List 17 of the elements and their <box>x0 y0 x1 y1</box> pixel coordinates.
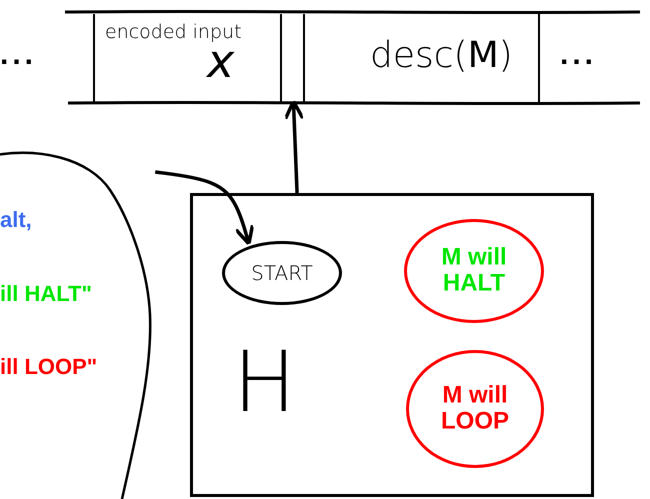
state-label: M will HALT <box>440 244 508 298</box>
cell-label: desc(M) <box>370 36 513 76</box>
ellipsis-mark: ... <box>560 38 598 72</box>
machine-name: H <box>233 336 296 428</box>
arrow <box>154 170 254 246</box>
arrow <box>284 100 305 194</box>
bubble-text: alt, <box>0 208 32 232</box>
state-label: START <box>251 262 313 284</box>
machine-box <box>190 193 594 497</box>
halt-state <box>404 219 544 323</box>
tape-cell <box>93 14 282 103</box>
state-label: M will LOOP <box>440 382 510 436</box>
start-state <box>222 241 342 305</box>
bubble-text: ill HALT" <box>0 282 92 306</box>
bubble-text: ill LOOP" <box>0 355 98 380</box>
loop-state <box>406 350 544 468</box>
ellipsis-mark: ... <box>0 38 38 72</box>
